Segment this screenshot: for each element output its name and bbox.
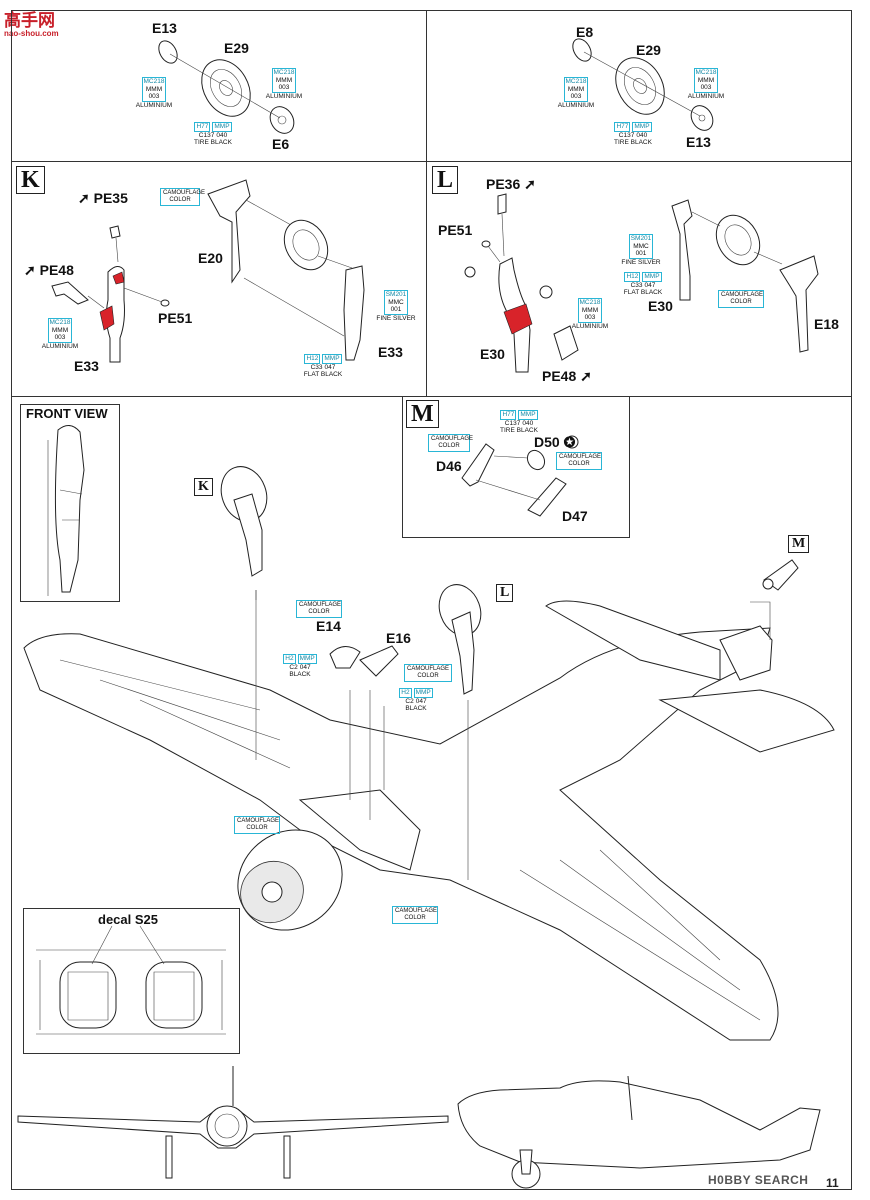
marker-m: M xyxy=(788,535,810,553)
front-view-drawing xyxy=(47,425,85,596)
decal-inset-drawing xyxy=(36,925,226,1035)
arrow-up-icon: ➚ xyxy=(78,190,90,206)
part-label: E14 xyxy=(316,618,341,634)
page-number: 11 xyxy=(826,1176,839,1190)
part-label: ➚ PE48 xyxy=(24,262,74,278)
part-label: PE51 xyxy=(158,310,193,326)
front-elevation xyxy=(17,1066,449,1179)
part-label: E16 xyxy=(386,630,411,646)
part-label: ➚ PE35 xyxy=(78,190,128,206)
watermark-brand: 高手网 xyxy=(4,11,55,30)
tail-wheel-m xyxy=(461,435,579,517)
part-label: D46 xyxy=(436,458,462,474)
gear-leg-l xyxy=(464,193,819,373)
part-label: E30 xyxy=(480,346,505,362)
part-label: E29 xyxy=(224,40,249,56)
camouflage-callout: CAMOUFLAGE COLOR xyxy=(234,816,280,834)
camouflage-callout: CAMOUFLAGE COLOR xyxy=(392,906,438,924)
decal-label: decal S25 xyxy=(98,912,158,927)
part-label: E33 xyxy=(378,344,403,360)
watermark-hobbysearch: H0BBY SEARCH xyxy=(708,1173,809,1187)
wheel-assembly-left xyxy=(158,40,295,134)
camouflage-callout: CAMOUFLAGE COLOR xyxy=(556,452,602,470)
arrow-up-icon: ➚ xyxy=(24,262,36,278)
part-label: E13 xyxy=(686,134,711,150)
tail-wheel-m-preview xyxy=(762,559,799,591)
section-letter-m: M xyxy=(406,400,439,428)
part-label: E29 xyxy=(636,42,661,58)
section-letter-l: L xyxy=(432,166,459,194)
arrow-up-icon: ➚ xyxy=(524,176,536,192)
section-letter-k: K xyxy=(16,166,45,194)
camouflage-callout: CAMOUFLAGE COLOR xyxy=(160,188,205,206)
part-label: E20 xyxy=(198,250,223,266)
camouflage-callout: CAMOUFLAGE COLOR xyxy=(428,434,473,452)
camouflage-callout: CAMOUFLAGE COLOR xyxy=(296,600,342,618)
part-label: E6 xyxy=(272,136,290,152)
marker-k: K xyxy=(194,478,213,496)
aircraft-main-view xyxy=(23,590,835,1041)
part-label: PE48 ➚ xyxy=(542,368,592,384)
main-gear-k-preview xyxy=(220,466,268,577)
watermark-url: nao-shou.com xyxy=(4,29,59,38)
gear-door-e16 xyxy=(359,645,399,677)
camouflage-callout: CAMOUFLAGE COLOR xyxy=(718,290,764,308)
wheel-assembly-right xyxy=(572,38,714,131)
watermark-logo: 高手网 nao-shou.com xyxy=(4,6,59,38)
gear-leg-k xyxy=(51,179,365,363)
side-elevation xyxy=(457,1075,821,1189)
part-label: E30 xyxy=(648,298,673,314)
part-label: D47 xyxy=(562,508,588,524)
panel-m xyxy=(402,396,630,538)
part-label: D50 ✪ xyxy=(534,434,576,450)
star-icon: ✪ xyxy=(563,434,576,450)
part-label: E33 xyxy=(74,358,99,374)
front-view-title: FRONT VIEW xyxy=(26,406,108,421)
part-label: E13 xyxy=(152,20,177,36)
part-label: PE36 ➚ xyxy=(486,176,536,192)
camouflage-callout: CAMOUFLAGE COLOR xyxy=(404,664,452,682)
part-label: E18 xyxy=(814,316,839,332)
part-label: PE51 xyxy=(438,222,473,238)
gear-door-e14 xyxy=(329,646,361,669)
part-label: E8 xyxy=(576,24,594,40)
main-gear-l-preview xyxy=(438,584,482,695)
decal-inset-panel xyxy=(23,908,240,1054)
arrow-up-icon: ➚ xyxy=(580,368,592,384)
marker-l: L xyxy=(496,584,514,602)
